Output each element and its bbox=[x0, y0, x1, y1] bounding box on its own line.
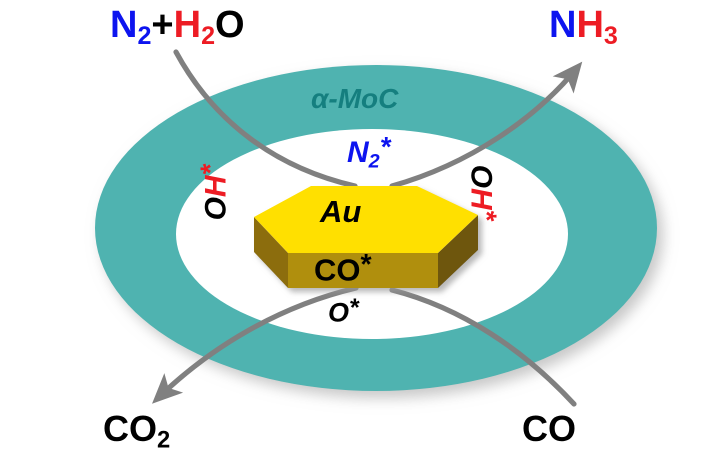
reactant-h2o-h-subscript: 2 bbox=[201, 22, 216, 51]
nanoparticle-right-face bbox=[438, 215, 478, 288]
nanoparticle-top-face bbox=[254, 186, 478, 253]
co2-symbol: CO bbox=[103, 408, 157, 449]
nanoparticle-front-face bbox=[288, 253, 438, 288]
au-nanoparticle bbox=[254, 186, 478, 288]
reactant-h2o-h: H bbox=[173, 4, 202, 46]
adsorbed-oh-left-star: * bbox=[194, 164, 226, 176]
reactant-n2-subscript: 2 bbox=[137, 22, 152, 51]
label-nanoparticle-au: Au bbox=[320, 194, 362, 229]
label-reactants: N2+H2O bbox=[110, 6, 245, 49]
nanoparticle-left-face bbox=[254, 217, 288, 288]
co2-subscript: 2 bbox=[157, 426, 171, 454]
adsorbed-co-star: * bbox=[360, 249, 372, 281]
adsorbed-o-symbol: O bbox=[328, 297, 350, 328]
label-adsorbed-n2: N2* bbox=[347, 133, 390, 172]
label-adsorbed-o: O* bbox=[328, 295, 359, 328]
co-symbol: CO bbox=[522, 408, 576, 449]
adsorbed-n2-star: * bbox=[379, 131, 391, 162]
label-adsorbed-co: CO* bbox=[314, 249, 372, 288]
arrow-co2-outlet bbox=[152, 285, 359, 404]
label-adsorbed-oh-right: OH* bbox=[464, 164, 503, 221]
adsorbed-oh-left-h: H bbox=[199, 175, 233, 198]
product-nh3-h: H bbox=[576, 4, 604, 46]
label-adsorbed-oh-left: OH* bbox=[194, 164, 233, 221]
label-co: CO bbox=[522, 411, 576, 447]
adsorbed-oh-right-o: O bbox=[464, 164, 498, 188]
adsorbed-n2-subscript: 2 bbox=[368, 150, 380, 173]
arrow-nh3-outlet bbox=[389, 61, 583, 189]
arrow-co-inlet bbox=[389, 287, 577, 407]
product-nh3-h-subscript: 3 bbox=[603, 22, 618, 51]
plus-sign: + bbox=[151, 4, 174, 46]
adsorbed-o-star: * bbox=[349, 295, 359, 322]
adsorbed-oh-right-star: * bbox=[471, 209, 503, 221]
product-nh3-n: N bbox=[549, 4, 577, 46]
label-product-nh3: NH3 bbox=[549, 6, 618, 49]
arrow-group bbox=[152, 49, 583, 407]
reactant-h2o-o: O bbox=[215, 4, 245, 46]
adsorbed-oh-right-h: H bbox=[464, 187, 498, 210]
adsorbed-oh-left-o: O bbox=[199, 197, 233, 221]
arrow-n2-h2o-inlet bbox=[173, 49, 358, 189]
adsorbed-n2-symbol: N bbox=[347, 136, 369, 170]
adsorbed-co-symbol: CO bbox=[314, 252, 361, 288]
reactant-n2-symbol: N bbox=[110, 4, 138, 46]
label-co2: CO2 bbox=[103, 408, 171, 454]
label-support-amoc: α-MoC bbox=[311, 83, 399, 114]
